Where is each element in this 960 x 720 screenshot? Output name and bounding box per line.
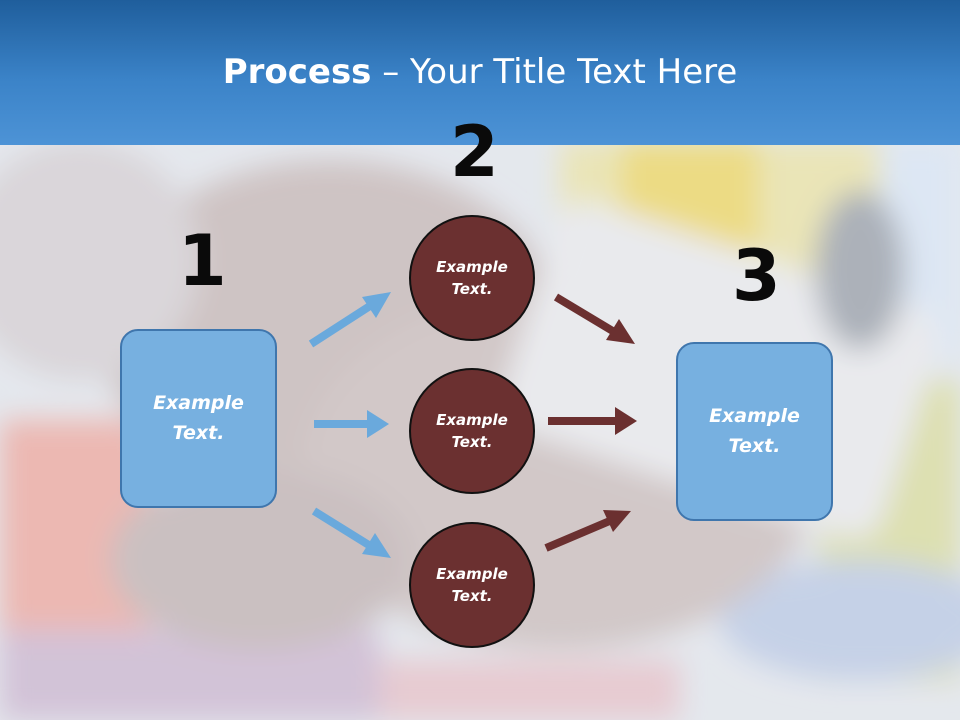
title-bold: Process: [222, 52, 372, 92]
circle-bottom-label: Example Text.: [436, 564, 508, 606]
step-3-box-label: Example Text.: [709, 405, 800, 457]
circle-top-label: Example Text.: [436, 257, 508, 299]
blue-arrow-right: [314, 410, 389, 438]
title-rest: – Your Title Text Here: [371, 52, 738, 92]
brown-arrow-down: [553, 293, 635, 344]
blue-arrow-down: [311, 507, 391, 558]
step-1-box[interactable]: Example Text.: [120, 329, 277, 508]
title-bar: [0, 0, 960, 145]
step-1-number: 1: [178, 220, 227, 302]
brown-arrow-up: [544, 510, 631, 552]
step-1-box-label: Example Text.: [153, 392, 244, 444]
step-3-number: 3: [732, 235, 781, 317]
step-2-circle-bottom[interactable]: Example Text.: [409, 522, 535, 648]
blue-arrow-up: [308, 292, 391, 348]
page-title: Process – Your Title Text Here: [0, 52, 960, 92]
brown-arrow-right: [548, 407, 637, 435]
circle-middle-label: Example Text.: [436, 410, 508, 452]
step-3-box[interactable]: Example Text.: [676, 342, 833, 521]
step-2-number: 2: [450, 111, 499, 193]
step-2-circle-top[interactable]: Example Text.: [409, 215, 535, 341]
step-2-circle-middle[interactable]: Example Text.: [409, 368, 535, 494]
